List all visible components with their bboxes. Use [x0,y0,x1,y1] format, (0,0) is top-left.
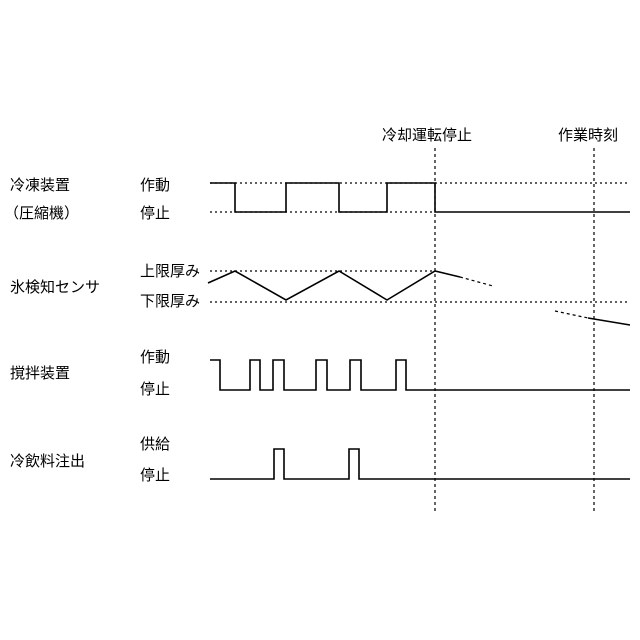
dispense-state-low: 停止 [140,466,170,484]
stirrer-state-low: 停止 [140,380,170,398]
freezer-signal [210,183,630,212]
ice-sensor-label: 氷検知センサ [10,278,100,296]
marker-work-time-label: 作業時刻 [558,126,618,144]
stirrer-signal [210,360,630,390]
dispense-signal [210,449,630,479]
freezer-label-line1: 冷凍装置 [10,176,70,194]
dispense-label: 冷飲料注出 [10,452,85,470]
freezer-label-line2: （圧縮機） [4,204,79,222]
freezer-state-low: 停止 [140,204,170,222]
stirrer-label: 撹拌装置 [10,364,70,382]
ice-sensor-projection-upper [460,277,493,286]
marker-cooling-stop-label: 冷却運転停止 [382,126,472,144]
ice-sensor-state-low: 下限厚み [140,292,200,310]
dispense-state-high: 供給 [140,435,170,453]
freezer-state-high: 作動 [140,176,170,194]
stirrer-state-high: 作動 [140,348,170,366]
ice-sensor-state-high: 上限厚み [140,262,200,280]
ice-sensor-signal [208,271,460,300]
ice-sensor-projection-lower-dashed [555,311,588,318]
